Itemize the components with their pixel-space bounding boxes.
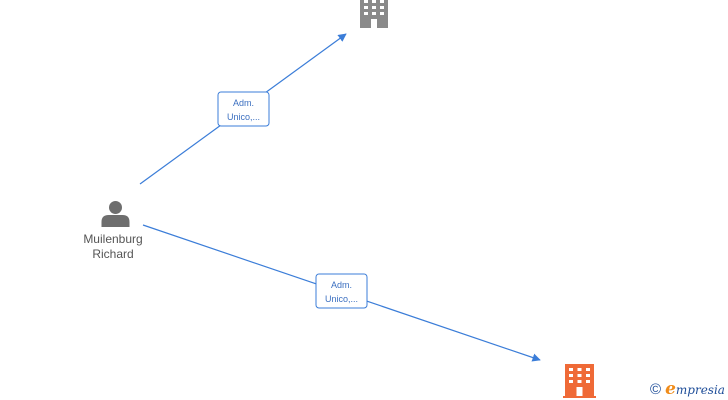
relation-label-1[interactable]: Adm. Unico,... — [217, 91, 270, 127]
relation-label-1-line1: Adm. — [233, 98, 254, 108]
person-name-line1: Muilenburg — [83, 232, 143, 246]
building-icon-highlighted[interactable] — [563, 364, 596, 398]
brand-logo: e mpresia — [665, 379, 725, 399]
copyright-icon: © — [650, 380, 662, 398]
person-name-line2: Richard — [92, 247, 134, 261]
relation-label-2-line1: Adm. — [331, 280, 352, 290]
watermark: © e mpresia — [650, 378, 725, 400]
brand-initial: e — [665, 379, 676, 399]
relation-label-2-line2: Unico,... — [325, 294, 358, 304]
building-icon[interactable] — [360, 0, 388, 28]
relation-label-2[interactable]: Adm. Unico,... — [315, 273, 368, 309]
brand-name: mpresia — [675, 383, 725, 397]
person-name[interactable]: Muilenburg Richard — [68, 232, 158, 262]
relation-label-1-line2: Unico,... — [227, 112, 260, 122]
person-icon[interactable] — [101, 201, 130, 227]
